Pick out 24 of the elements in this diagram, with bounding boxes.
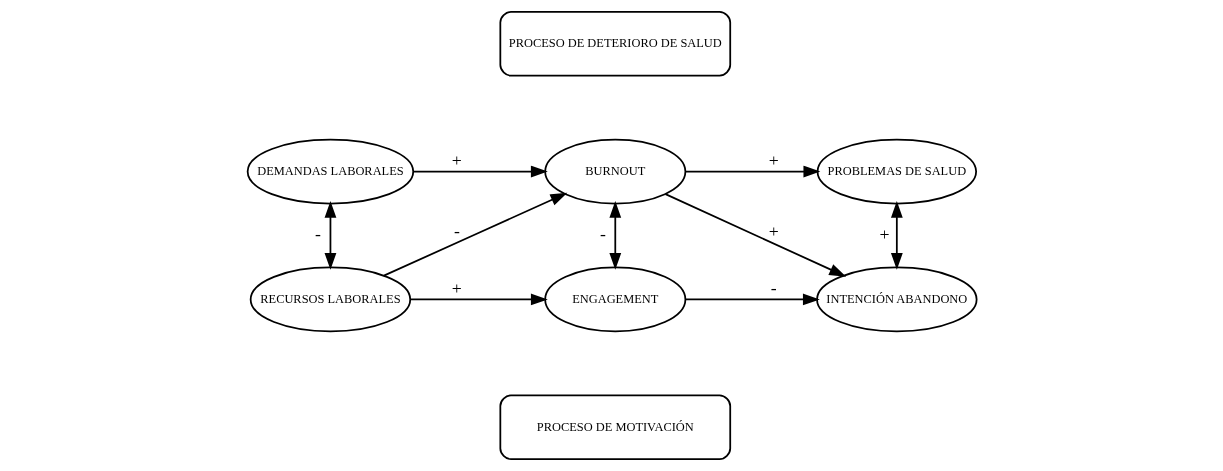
edge-label: + xyxy=(451,150,462,171)
edge-label: + xyxy=(768,150,779,171)
arrow xyxy=(684,293,820,306)
arrow xyxy=(324,200,336,270)
arrow xyxy=(684,165,820,178)
edge-label: - xyxy=(770,278,777,299)
edge-label: + xyxy=(878,223,889,244)
arrow xyxy=(412,165,548,178)
edge-label: - xyxy=(314,223,321,244)
node-ellipse: RECURSOS LABORALES xyxy=(249,266,411,333)
arrow xyxy=(382,192,567,277)
arrow xyxy=(664,193,846,277)
node-ellipse: DEMANDAS LABORALES xyxy=(246,138,414,205)
node-ellipse: ENGAGEMENT xyxy=(543,266,686,333)
arrow xyxy=(608,200,621,270)
edge-label: + xyxy=(451,278,462,299)
node-box: PROCESO DE MOTIVACIÓN xyxy=(498,394,731,461)
edge-label: - xyxy=(599,223,606,244)
edge-label: - xyxy=(453,221,460,242)
node-box: PROCESO DE DETERIORO DE SALUD xyxy=(498,10,731,77)
arrow xyxy=(890,200,903,270)
arrow xyxy=(408,293,548,306)
edge-label: + xyxy=(768,221,779,242)
node-ellipse: PROBLEMAS DE SALUD xyxy=(816,138,977,205)
